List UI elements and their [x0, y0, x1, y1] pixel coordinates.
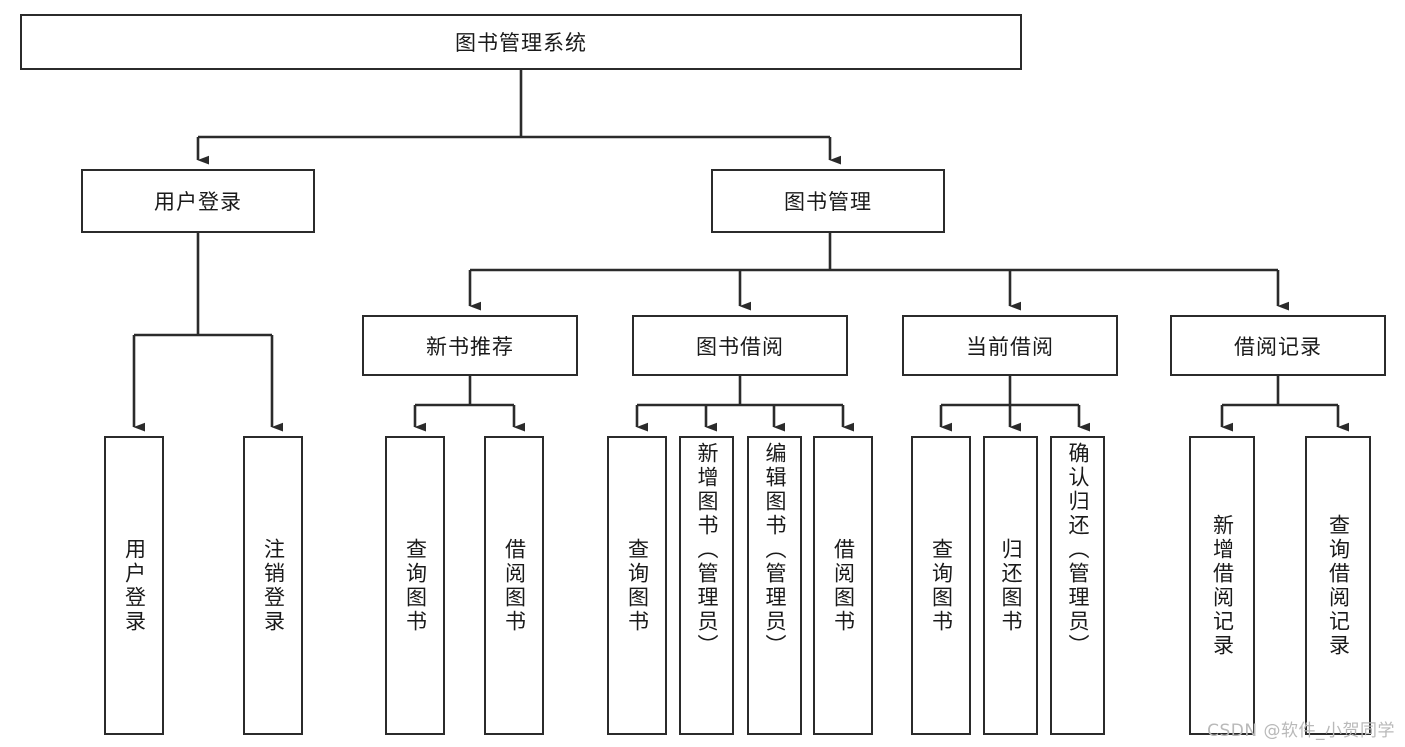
- leaf-user-login-logout-label: 注销登录: [261, 537, 286, 634]
- leaf-new-book-query[interactable]: 查询图书: [385, 436, 445, 735]
- node-book-borrow-label: 图书借阅: [696, 334, 784, 359]
- leaf-current-borrow-confirm-label: 确认归还（管理员）: [1066, 442, 1090, 658]
- node-book-management-label: 图书管理: [784, 190, 872, 214]
- watermark-text: CSDN @软件_小贺同学: [1207, 721, 1395, 741]
- leaf-book-borrow-borrow[interactable]: 借阅图书: [813, 436, 873, 735]
- leaf-book-borrow-borrow-label: 借阅图书: [831, 537, 856, 634]
- leaf-book-borrow-query-label: 查询图书: [625, 537, 650, 634]
- node-user-login-label: 用户登录: [154, 190, 242, 214]
- leaf-new-book-borrow-label: 借阅图书: [502, 537, 527, 634]
- node-user-login[interactable]: 用户登录: [81, 169, 315, 233]
- leaf-borrow-record-query-label: 查询借阅记录: [1326, 513, 1351, 658]
- leaf-borrow-record-add[interactable]: 新增借阅记录: [1189, 436, 1255, 735]
- leaf-current-borrow-confirm[interactable]: 确认归还（管理员）: [1050, 436, 1105, 735]
- node-root-label: 图书管理系统: [455, 31, 587, 55]
- leaf-current-borrow-query[interactable]: 查询图书: [911, 436, 971, 735]
- leaf-user-login-logout[interactable]: 注销登录: [243, 436, 303, 735]
- node-borrow-record-label: 借阅记录: [1234, 334, 1322, 359]
- leaf-current-borrow-return-label: 归还图书: [999, 537, 1023, 634]
- leaf-user-login-login-label: 用户登录: [122, 537, 147, 634]
- node-book-management[interactable]: 图书管理: [711, 169, 945, 233]
- leaf-new-book-borrow[interactable]: 借阅图书: [484, 436, 544, 735]
- node-borrow-record[interactable]: 借阅记录: [1170, 315, 1386, 376]
- leaf-current-borrow-return[interactable]: 归还图书: [983, 436, 1038, 735]
- leaf-user-login-login[interactable]: 用户登录: [104, 436, 164, 735]
- leaf-borrow-record-add-label: 新增借阅记录: [1210, 513, 1235, 658]
- node-current-borrow-label: 当前借阅: [966, 334, 1054, 359]
- node-new-book-recommend-label: 新书推荐: [426, 334, 514, 359]
- node-book-borrow[interactable]: 图书借阅: [632, 315, 848, 376]
- leaf-book-borrow-query[interactable]: 查询图书: [607, 436, 667, 735]
- node-current-borrow[interactable]: 当前借阅: [902, 315, 1118, 376]
- leaf-borrow-record-query[interactable]: 查询借阅记录: [1305, 436, 1371, 735]
- leaf-book-borrow-add[interactable]: 新增图书（管理员）: [679, 436, 734, 735]
- node-new-book-recommend[interactable]: 新书推荐: [362, 315, 578, 376]
- leaf-book-borrow-add-label: 新增图书（管理员）: [695, 442, 719, 658]
- leaf-book-borrow-edit-label: 编辑图书（管理员）: [763, 442, 787, 658]
- leaf-current-borrow-query-label: 查询图书: [929, 537, 954, 634]
- leaf-new-book-query-label: 查询图书: [403, 537, 428, 634]
- node-root[interactable]: 图书管理系统: [20, 14, 1022, 70]
- leaf-book-borrow-edit[interactable]: 编辑图书（管理员）: [747, 436, 802, 735]
